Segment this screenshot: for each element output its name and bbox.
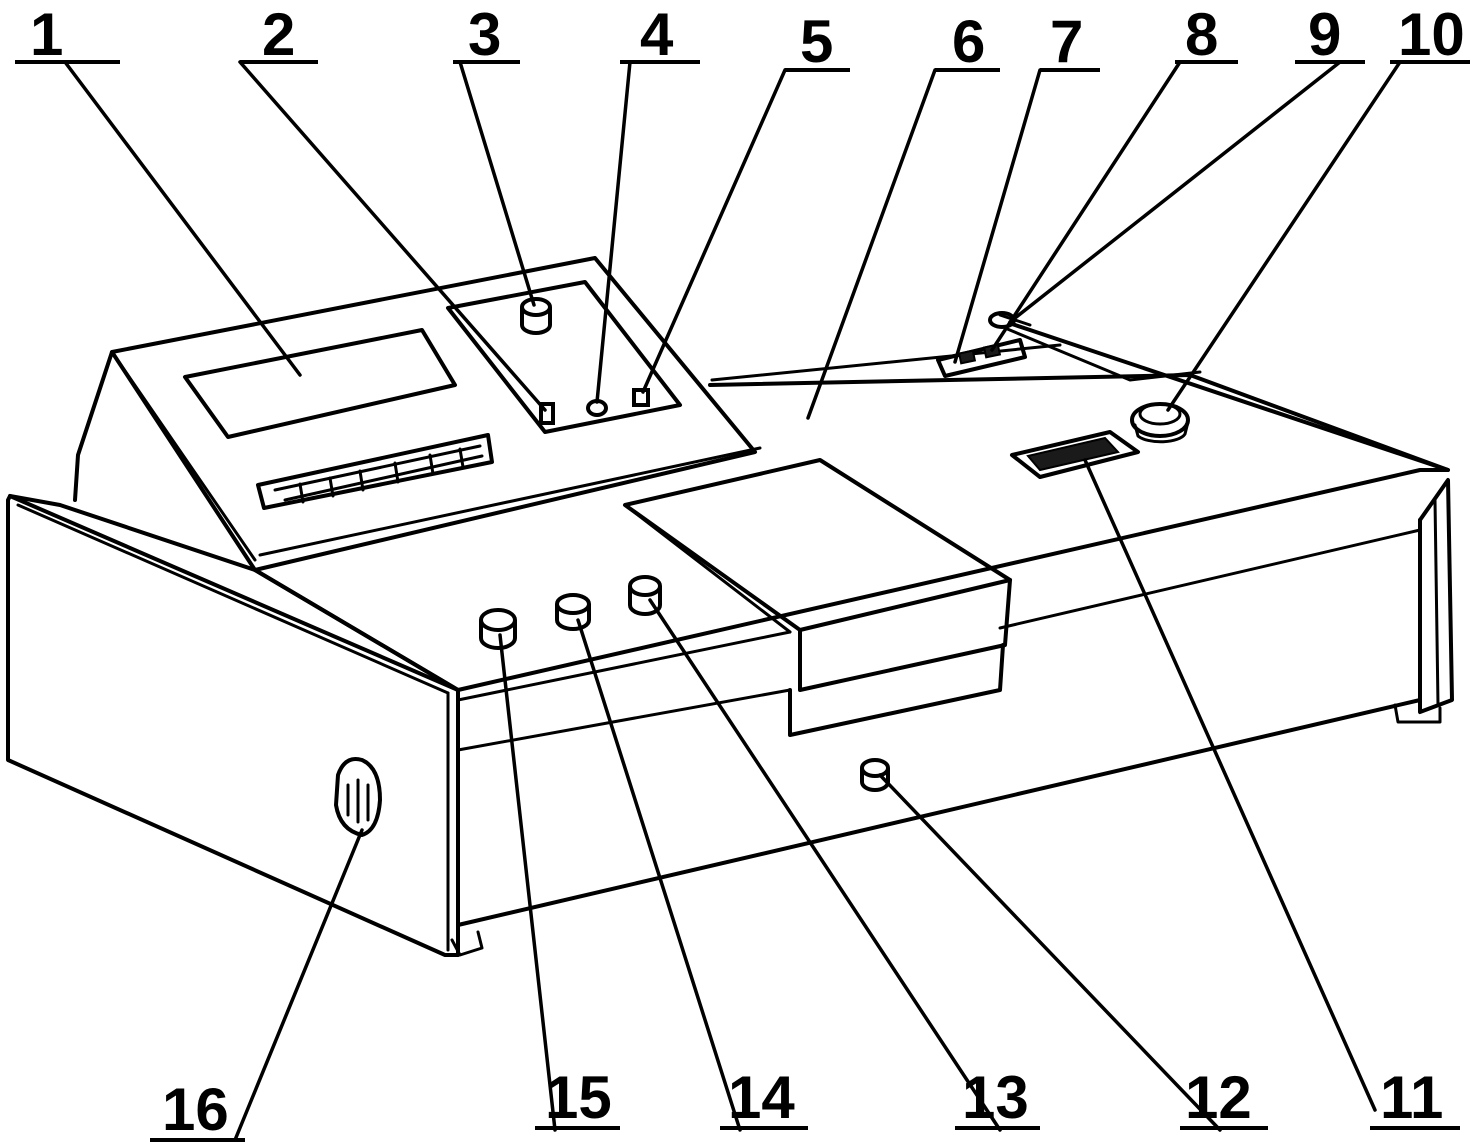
sub-panel — [446, 280, 682, 434]
side-port-16 — [334, 757, 382, 837]
knob-13 — [628, 575, 662, 616]
right-end-panel — [1418, 478, 1454, 714]
label-8: 8 — [1185, 1, 1218, 68]
label-11: 11 — [1380, 1064, 1443, 1131]
label-1: 1 — [30, 1, 63, 68]
keypad-strip — [256, 433, 494, 510]
switch-box-7 — [936, 338, 1027, 378]
components — [334, 297, 1190, 837]
knob-14 — [555, 593, 591, 631]
label-3: 3 — [468, 1, 501, 68]
label-7: 7 — [1050, 8, 1083, 75]
panel-toggle-5 — [632, 388, 650, 407]
top-surface — [253, 373, 1450, 692]
label-15: 15 — [545, 1064, 612, 1131]
sample-compartment-lid — [623, 458, 1012, 632]
label-14: 14 — [728, 1064, 795, 1131]
display-window — [183, 328, 457, 439]
label-6: 6 — [952, 8, 985, 75]
socket-10 — [1130, 402, 1190, 444]
label-underlines — [15, 60, 1470, 1142]
leader-lines — [63, 60, 1402, 1142]
panel-knob-3 — [520, 297, 552, 335]
label-numbers: 1 2 3 4 5 6 7 8 9 10 11 12 13 14 15 16 — [30, 1, 1465, 1143]
label-10: 10 — [1398, 1, 1465, 68]
right-foot — [1393, 703, 1442, 724]
control-hood — [110, 256, 757, 572]
label-16: 16 — [162, 1076, 229, 1143]
label-12: 12 — [1185, 1064, 1252, 1131]
front-knob-12 — [860, 758, 890, 792]
left-foot — [450, 930, 484, 957]
keypad-11 — [1010, 430, 1140, 479]
label-5: 5 — [800, 8, 833, 75]
label-2: 2 — [262, 1, 295, 68]
label-9: 9 — [1308, 1, 1341, 68]
knob-15 — [479, 608, 517, 650]
instrument-body — [6, 256, 1454, 957]
left-end-cap — [6, 494, 460, 957]
lid-front — [798, 578, 1012, 692]
label-4: 4 — [640, 1, 674, 68]
label-13: 13 — [962, 1064, 1029, 1131]
